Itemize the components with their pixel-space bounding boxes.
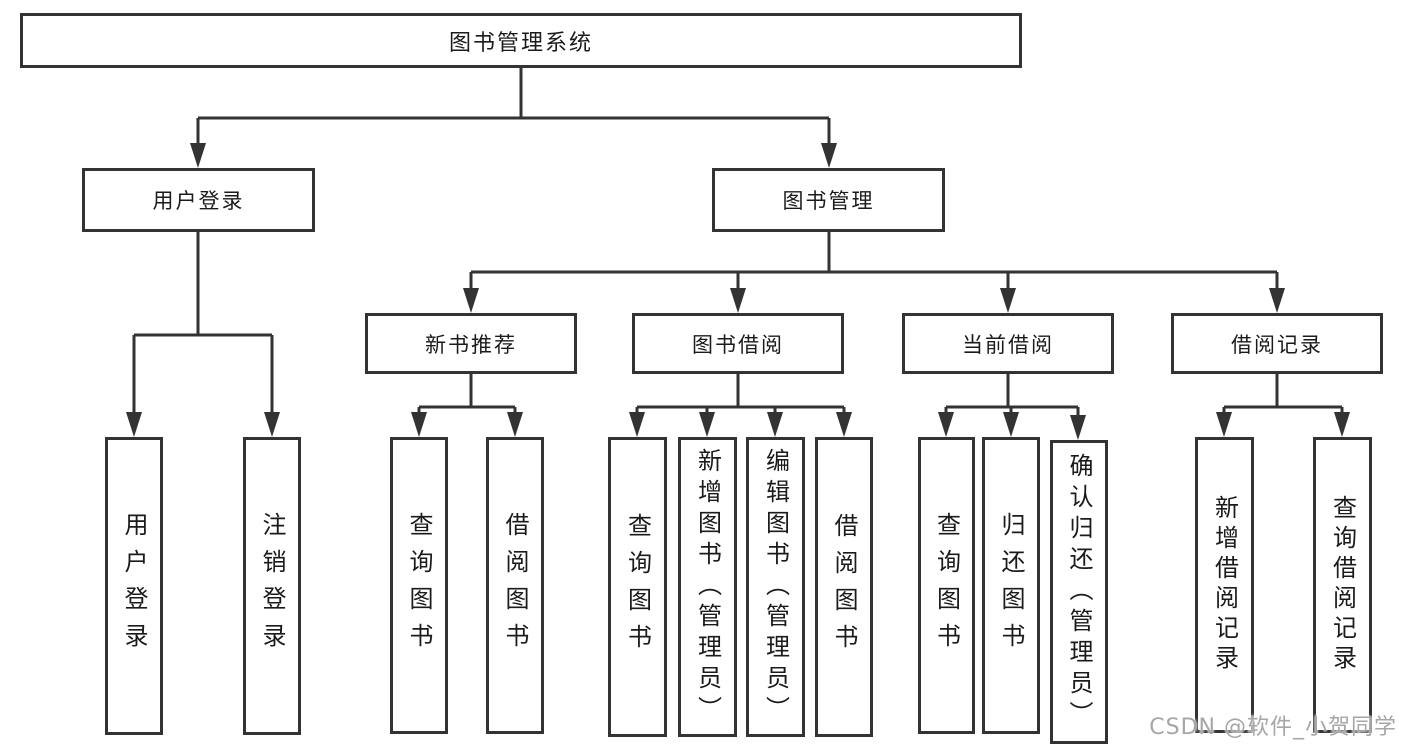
leaf-query-borrow-record: 查询借阅记录 — [1313, 437, 1372, 733]
node-user-login: 用户登录 — [82, 168, 315, 232]
node-borrow-record: 借阅记录 — [1171, 313, 1383, 374]
leaf-recommend-borrow-books: 借阅图书 — [486, 437, 544, 734]
leaf-return-books: 归还图书 — [982, 437, 1040, 734]
node-new-book-recommend: 新书推荐 — [365, 313, 577, 374]
arrow-down-icons — [126, 143, 1350, 440]
leaf-user-login: 用户登录 — [105, 437, 163, 735]
node-book-management: 图书管理 — [712, 168, 945, 232]
leaf-recommend-query-books: 查询图书 — [390, 437, 448, 734]
node-book-borrow: 图书借阅 — [632, 313, 844, 374]
leaf-edit-books-admin: 编辑图书（管理员） — [746, 437, 805, 737]
leaf-confirm-return-admin: 确认归还（管理员） — [1050, 440, 1108, 744]
node-system-root: 图书管理系统 — [20, 13, 1022, 68]
leaf-add-books-admin: 新增图书（管理员） — [678, 437, 737, 737]
leaf-logout: 注销登录 — [243, 437, 301, 735]
leaf-add-borrow-record: 新增借阅记录 — [1195, 437, 1254, 733]
leaf-borrow-query-books: 查询图书 — [608, 437, 667, 737]
csdn-watermark: CSDN @软件_小贺同学 — [1149, 715, 1397, 740]
leaf-current-query-books: 查询图书 — [918, 437, 975, 734]
node-current-borrow: 当前借阅 — [902, 313, 1114, 374]
leaf-borrow-books: 借阅图书 — [815, 437, 873, 737]
